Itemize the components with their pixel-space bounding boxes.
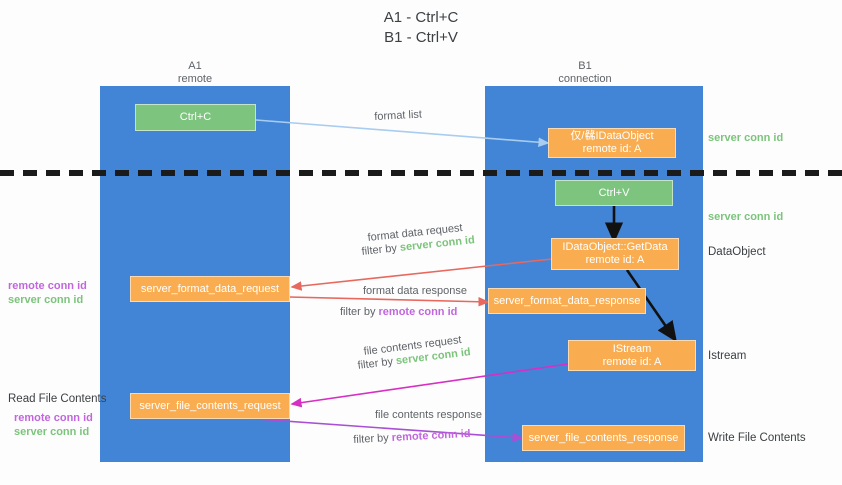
legend-read-file-contents: Read File Contents bbox=[8, 392, 106, 406]
edge-label-file-contents-response-filter: filter by remote conn id bbox=[353, 428, 471, 446]
lane-a1-name: A1 bbox=[188, 60, 202, 72]
node-istream-line1: IStream bbox=[612, 342, 652, 355]
node-file-resp-label: server_file_contents_response bbox=[528, 431, 679, 444]
legend-remote-conn-id-upper: remote conn id bbox=[8, 280, 87, 292]
title-line-2: B1 - Ctrl+V bbox=[384, 29, 458, 46]
node-fmt-resp-label: server_format_data_response bbox=[493, 294, 641, 307]
node-server-format-data-request[interactable]: server_format_data_request bbox=[130, 276, 290, 302]
legend-server-conn-id-lower: server conn id bbox=[14, 426, 90, 438]
dashed-divider bbox=[0, 170, 842, 176]
legend-server-conn-id-upper: server conn id bbox=[8, 294, 84, 306]
lane-b1-name: B1 bbox=[578, 60, 592, 72]
node-server-file-contents-response[interactable]: server_file_contents_response bbox=[522, 425, 685, 451]
node-getdata[interactable]: IDataObject::GetData remote id: A bbox=[551, 238, 679, 270]
fcresp-filter-value: remote conn id bbox=[391, 427, 471, 444]
legend-remote-conn-id-lower: remote conn id bbox=[14, 412, 93, 424]
node-server-format-data-response[interactable]: server_format_data_response bbox=[488, 288, 646, 314]
node-ctrl-c[interactable]: Ctrl+C bbox=[135, 104, 256, 131]
lane-b1-sub: connection bbox=[558, 73, 612, 85]
edge-label-file-contents-response: file contents response bbox=[375, 409, 483, 421]
page-title: A1 - Ctrl+C B1 - Ctrl+V bbox=[0, 8, 842, 48]
fcresp-filter-prefix: filter by bbox=[353, 431, 393, 446]
fcr-filter-prefix: filter by bbox=[357, 355, 397, 372]
node-getdata-line1: IDataObject::GetData bbox=[562, 241, 668, 253]
side-label-server-conn-id-mid: server conn id bbox=[708, 211, 784, 223]
legend-read-file-contents-label: Read File Contents bbox=[8, 393, 107, 405]
title-line-1: A1 - Ctrl+C bbox=[383, 9, 459, 26]
lane-header-b1: B1 connection bbox=[495, 60, 675, 86]
fdresp-filter-value: remote conn id bbox=[378, 306, 458, 318]
side-label-istream: Istream bbox=[708, 350, 747, 362]
edge-label-format-list: format list bbox=[374, 108, 423, 123]
node-istream-line2: remote id: A bbox=[602, 355, 662, 368]
node-fmt-req-label: server_format_data_request bbox=[140, 282, 280, 295]
legend-conn-ids-upper: remote conn id server conn id bbox=[8, 279, 87, 307]
legend-conn-ids-lower: remote conn id server conn id bbox=[14, 411, 93, 439]
node-server-file-contents-request[interactable]: server_file_contents_request bbox=[130, 393, 290, 419]
node-ctrl-v[interactable]: Ctrl+V bbox=[555, 180, 673, 206]
node-istream[interactable]: IStream remote id: A bbox=[568, 340, 696, 371]
fdr-filter-prefix: filter by bbox=[361, 241, 401, 258]
node-ctrl-v-label: Ctrl+V bbox=[598, 186, 630, 199]
node-idataobject-line1: 仅/㣈IDataObject bbox=[570, 130, 654, 142]
side-label-dataobject: DataObject bbox=[708, 246, 766, 258]
node-file-req-label: server_file_contents_request bbox=[139, 399, 281, 412]
node-ctrl-c-label: Ctrl+C bbox=[179, 111, 212, 123]
lane-header-a1: A1 remote bbox=[105, 60, 285, 86]
fdresp-filter-prefix: filter by bbox=[340, 306, 379, 318]
node-idataobject-line2: remote id: A bbox=[582, 143, 642, 155]
side-label-write-file-contents: Write File Contents bbox=[708, 432, 806, 444]
node-getdata-line2: remote id: A bbox=[585, 254, 645, 266]
edge-label-format-data-response: format data response bbox=[363, 285, 467, 297]
edge-label-format-data-response-filter: filter by remote conn id bbox=[340, 306, 457, 318]
side-label-server-conn-id-top: server conn id bbox=[708, 132, 784, 144]
lane-a1-sub: remote bbox=[177, 73, 213, 85]
node-idataobject[interactable]: 仅/㣈IDataObject remote id: A bbox=[548, 128, 676, 158]
